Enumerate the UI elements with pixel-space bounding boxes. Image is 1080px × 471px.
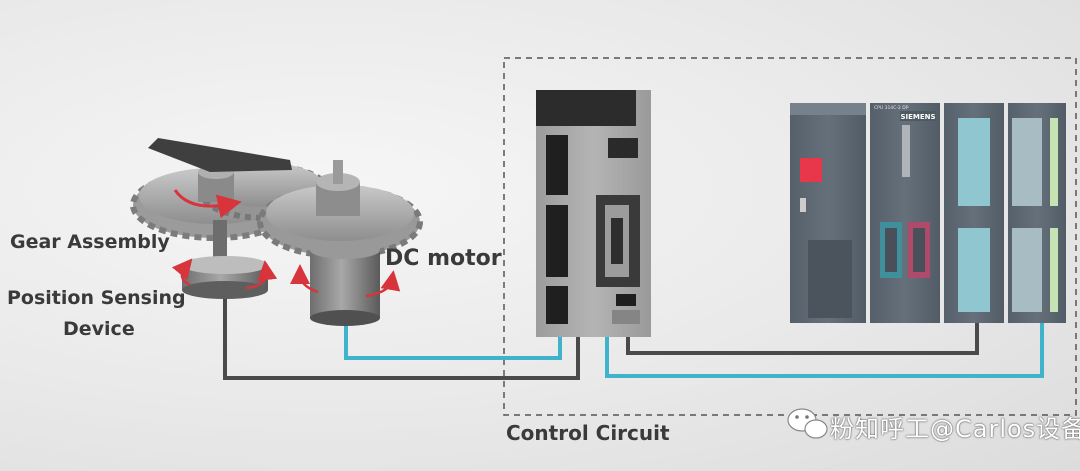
dark-wire-drive-to-plc bbox=[626, 322, 979, 355]
blue-wire-motor-to-drive bbox=[344, 322, 562, 360]
position-sensing-label-line2: Device bbox=[63, 318, 135, 340]
plc-brand: SIEMENS bbox=[900, 113, 935, 121]
drive-bottom-port bbox=[612, 310, 640, 324]
plc-io-2-leds-bottom bbox=[1050, 228, 1058, 312]
plc-io-1-strip-bottom bbox=[958, 228, 990, 312]
sensor-top bbox=[182, 256, 268, 274]
plc-cpu-model: CPU 314C-2 DP bbox=[874, 105, 909, 111]
position-sensing-device bbox=[171, 220, 278, 299]
gear-shaft-right bbox=[333, 160, 343, 184]
position-sensing-label-line1: Position Sensing bbox=[7, 287, 186, 309]
plc-ps-top bbox=[790, 103, 866, 115]
wechat-icon bbox=[787, 408, 828, 439]
sensor-bottom bbox=[182, 281, 268, 299]
plc-io-2-leds-top bbox=[1050, 118, 1058, 206]
rotation-arrow-sensor-left-icon bbox=[171, 258, 193, 287]
plc-ps-cover bbox=[808, 240, 852, 318]
plc-io-1-strip-top bbox=[958, 118, 990, 206]
output-arm bbox=[148, 138, 292, 172]
plc-brand-bar bbox=[900, 111, 936, 121]
rotation-arrow-sensor-right-icon bbox=[245, 260, 278, 290]
wires bbox=[223, 290, 1044, 380]
gear-assembly-label: Gear Assembly bbox=[10, 231, 170, 253]
rotation-arrow-gear-icon bbox=[173, 189, 242, 219]
drive-port-slot bbox=[611, 218, 623, 264]
motor-body bbox=[310, 250, 380, 318]
drive-top-panel bbox=[536, 90, 636, 126]
watermark-text: 粉知呼工@Carlos设备 bbox=[830, 415, 1080, 443]
plc-indicator-led bbox=[800, 158, 822, 182]
drive-connector-1 bbox=[546, 135, 568, 195]
blue-wire-drive-to-plc bbox=[605, 322, 1044, 378]
rotation-arrow-motor-left-icon bbox=[290, 264, 319, 294]
dc-motor-label: DC motor bbox=[385, 246, 502, 271]
motor-top bbox=[310, 241, 380, 259]
drive-display bbox=[608, 138, 638, 158]
control-circuit-label: Control Circuit bbox=[506, 421, 670, 445]
drive-connector-3 bbox=[546, 286, 568, 324]
drive-connector-2 bbox=[546, 205, 568, 277]
motor-bottom bbox=[310, 310, 380, 326]
gear-assembly bbox=[130, 138, 423, 259]
servo-drive bbox=[536, 90, 651, 337]
plc-io-2-strip-bottom bbox=[1012, 228, 1042, 312]
plc-cpu-port-2-inner bbox=[913, 228, 925, 272]
drive-small-port bbox=[616, 294, 636, 306]
plc-cpu-switch bbox=[902, 125, 910, 177]
plc-cpu-port-1-inner bbox=[885, 228, 897, 272]
plc-io-2-strip-top bbox=[1012, 118, 1042, 206]
rotation-arrow-motor-right-icon bbox=[365, 270, 401, 298]
dark-wire-sensor-to-drive bbox=[223, 290, 580, 380]
plc-ps-switch bbox=[800, 198, 806, 212]
plc-rack: SIEMENS CPU 314C-2 DP bbox=[790, 103, 1066, 323]
dc-motor bbox=[290, 241, 401, 326]
